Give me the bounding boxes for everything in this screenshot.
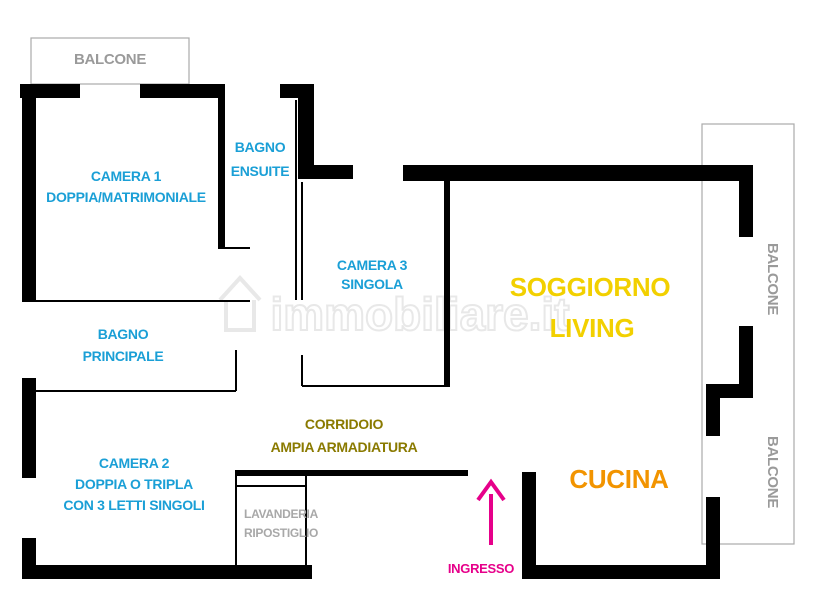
bagno-ensuite-label-line1: BAGNO [235, 139, 286, 155]
watermark-house-icon [218, 275, 262, 332]
wall [444, 165, 450, 387]
balconies [30, 37, 795, 545]
balcony-top [30, 37, 190, 85]
camera2-label-line1: CAMERA 2 [99, 455, 170, 471]
balcony-top-label: BALCONE [74, 51, 146, 68]
camera1-label-line1: CAMERA 1 [91, 168, 162, 184]
watermark-text: immobiliare.it [270, 288, 569, 340]
lavanderia-label-line1: LAVANDERIA [244, 507, 319, 521]
soggiorno-label-line2: LIVING [550, 313, 635, 343]
watermark: immobiliare.it [218, 275, 571, 341]
wall [22, 538, 36, 579]
wall [298, 84, 314, 168]
entrance-arrow-icon [476, 478, 506, 545]
lavanderia-label-line2: RIPOSTIGLIO [244, 526, 318, 540]
wall [298, 165, 353, 179]
wall [739, 326, 753, 398]
internal-walls [36, 100, 450, 578]
camera3-label-line1: CAMERA 3 [337, 257, 408, 273]
wall [403, 165, 753, 181]
wall [22, 84, 36, 302]
camera3-label-line2: SINGOLA [341, 276, 403, 292]
wall [236, 470, 468, 476]
camera2-label-line3: CON 3 LETTI SINGOLI [63, 497, 204, 513]
camera2-label-line2: DOPPIA O TRIPLA [75, 476, 193, 492]
balcony-right-top-label: BALCONE [764, 243, 781, 315]
corridoio-label-line1: CORRIDOIO [305, 416, 384, 432]
bagno-ensuite-label-line2: ENSUITE [231, 163, 290, 179]
wall [218, 84, 225, 249]
wall [522, 472, 536, 579]
wall [522, 565, 720, 579]
cucina-label: CUCINA [569, 464, 669, 494]
wall [739, 165, 753, 237]
camera1-label-line2: DOPPIA/MATRIMONIALE [46, 189, 206, 205]
walls [20, 84, 753, 579]
balcony-right-bottom-label: BALCONE [764, 436, 781, 508]
ingresso-label: INGRESSO [448, 561, 514, 576]
bagno-principale-label-line1: BAGNO [98, 326, 149, 342]
corridoio-label-line2: AMPIA ARMADIATURA [271, 439, 418, 455]
wall [140, 84, 225, 98]
soggiorno-label-line1: SOGGIORNO [510, 272, 671, 302]
wall [22, 378, 36, 478]
wall [22, 565, 312, 579]
bagno-principale-label-line2: PRINCIPALE [83, 348, 164, 364]
wall [706, 384, 720, 436]
wall [706, 497, 720, 579]
